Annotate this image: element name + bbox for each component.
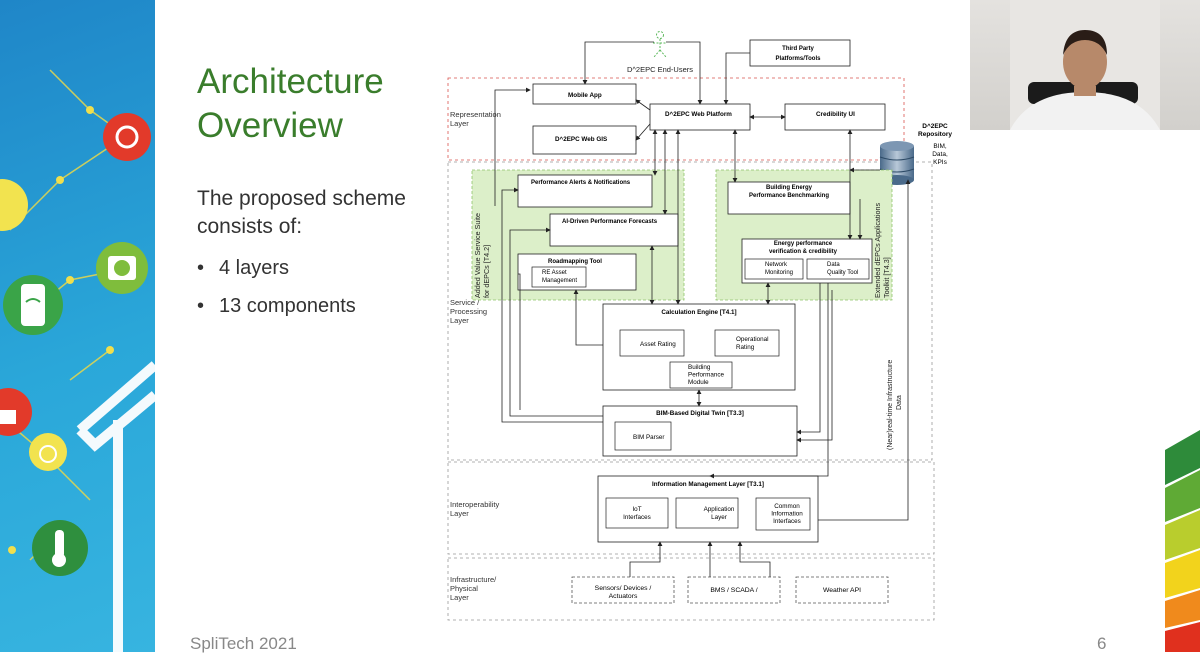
weather-label: Weather API xyxy=(823,587,861,594)
alerts-label: Performance Alerts & Notifications xyxy=(531,180,631,186)
footer-conference: SpliTech 2021 xyxy=(190,634,297,653)
sensors-box xyxy=(571,576,675,604)
slide-subtitle: The proposed scheme consists of: xyxy=(197,187,406,238)
house-outline xyxy=(76,361,155,652)
interoperability-layer-frame xyxy=(447,461,935,555)
diagram-connectors xyxy=(494,41,911,577)
bullet-item: •13 components xyxy=(197,295,356,317)
credibility-ui-label: Credibility UI xyxy=(816,111,855,118)
iot-box xyxy=(605,497,669,529)
info-mgmt-label: Information Management Layer [T3.1] xyxy=(652,481,764,488)
smart-home-illustration xyxy=(0,69,155,652)
bullet-list: •4 layers •13 components xyxy=(197,255,356,331)
slide-title-line-1: Architecture xyxy=(197,62,384,101)
forecasts-box xyxy=(549,213,679,247)
added-value-suite-label: Added Value Service Suitefor dEPCs [T4.2… xyxy=(473,213,491,298)
energy-rating-bars xyxy=(1165,430,1200,652)
slide-title-line-2: Overview xyxy=(197,106,343,145)
slide-title: Architecture Overview xyxy=(197,60,384,148)
weather-box xyxy=(795,576,889,604)
bullet-text: 4 layers xyxy=(219,257,290,279)
network-monitoring-box xyxy=(744,258,804,280)
asset-rating-label: Asset Rating xyxy=(640,341,676,348)
bms-label: BMS / SCADA / xyxy=(710,587,757,594)
webcam-video-tile[interactable] xyxy=(970,0,1200,130)
service-layer-frame xyxy=(447,161,933,461)
asset-rating-box xyxy=(619,329,685,357)
bpm-box xyxy=(669,361,733,389)
wifi-phone-icon xyxy=(3,275,63,335)
representation-layer-frame xyxy=(447,77,905,161)
page-number: 6 xyxy=(1097,634,1107,653)
bullet-text: 13 components xyxy=(219,295,356,317)
common-info-box xyxy=(755,497,811,531)
bim-parser-box xyxy=(614,421,672,451)
end-users-label: D^2EPC End-Users xyxy=(627,65,693,74)
fan-icon xyxy=(96,242,148,294)
infrastructure-layer-frame xyxy=(447,557,935,621)
web-gis-label: D^2EPC Web GIS xyxy=(555,135,607,143)
sun-icon xyxy=(103,113,151,161)
calc-engine-label: Calculation Engine [T4.1] xyxy=(661,309,736,316)
web-platform-label: D^2EPC Web Platform xyxy=(665,110,732,118)
re-asset-box xyxy=(531,266,587,288)
decorative-side-panel xyxy=(0,0,155,652)
lightbulb-icon xyxy=(0,179,28,231)
forecasts-label: AI-Driven Performance Forecasts xyxy=(562,219,658,225)
credibility-ui-box xyxy=(784,103,886,131)
lock-icon xyxy=(0,388,32,436)
web-gis-box xyxy=(532,125,637,155)
end-users-actor-icon xyxy=(653,31,667,58)
presenter-video xyxy=(1010,0,1160,130)
thermometer-icon xyxy=(32,520,88,576)
repository-contents: BIM,Data,KPIs xyxy=(932,143,948,166)
digital-twin-label: BIM-Based Digital Twin [T3.3] xyxy=(656,410,744,417)
bullet-item: •4 layers xyxy=(197,257,290,279)
alarm-clock-icon xyxy=(29,433,67,471)
alerts-box xyxy=(517,174,653,208)
sensors-label: Sensors/ Devices /Actuators xyxy=(595,585,652,600)
bms-box xyxy=(687,576,781,604)
applications-toolkit-label: Extended dEPCs ApplicationsToolkit [T4.3… xyxy=(873,203,891,298)
bim-parser-label: BIM Parser xyxy=(633,434,665,441)
roadmapping-label: Roadmapping Tool xyxy=(548,259,602,265)
app-layer-box xyxy=(675,497,739,529)
mobile-app-label: Mobile App xyxy=(568,92,602,99)
operational-rating-box xyxy=(714,329,780,357)
third-party-box xyxy=(749,39,851,67)
data-quality-box xyxy=(806,258,870,280)
